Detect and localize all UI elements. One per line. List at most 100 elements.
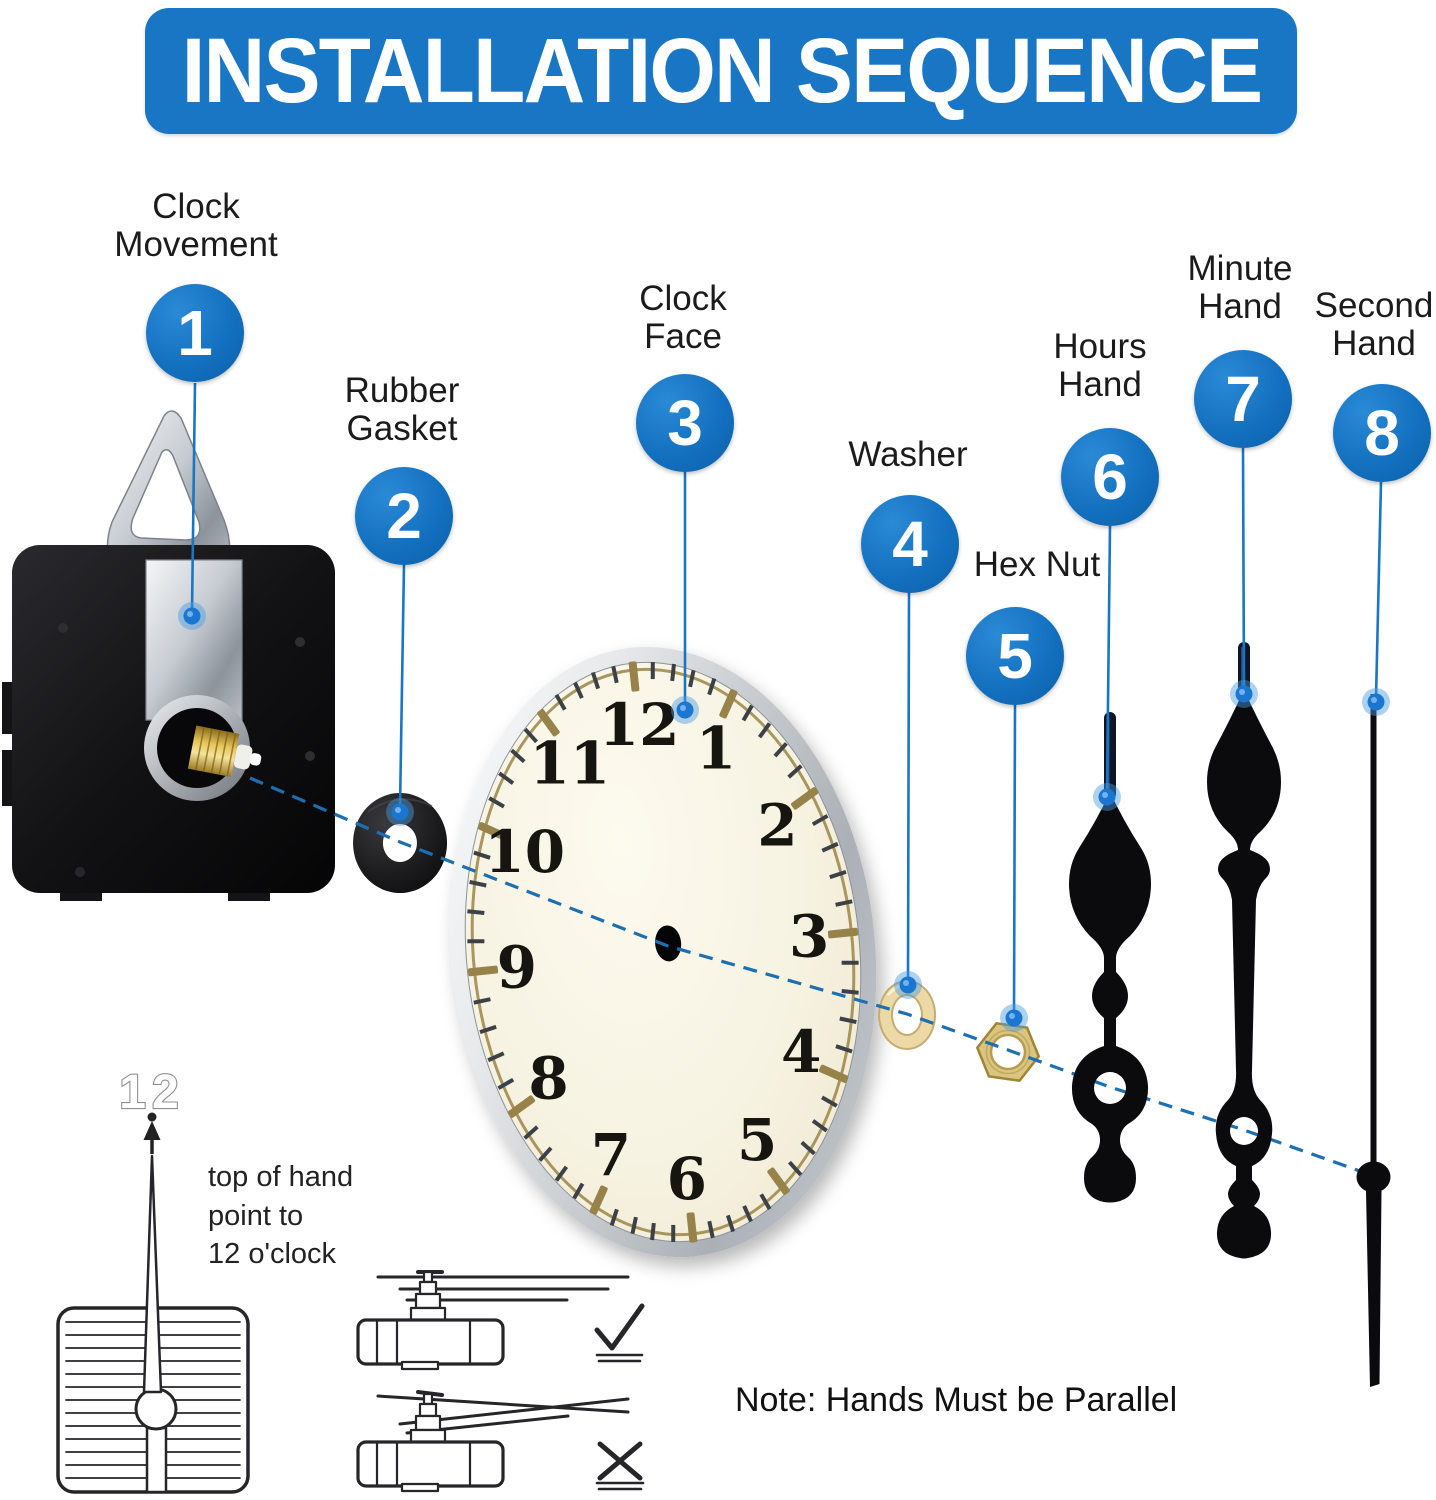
minute-tick: [651, 661, 655, 679]
clock-numeral-3: 3: [789, 902, 830, 971]
hanger-bracket: [106, 410, 231, 581]
leader-dot-1: [178, 602, 206, 630]
inset-arrow-head: [143, 1121, 161, 1140]
clock-numeral-11: 11: [528, 729, 610, 798]
clock-numeral-4: 4: [781, 1018, 822, 1087]
inset-stem: [145, 1426, 168, 1494]
leader-dot-6: [1102, 792, 1108, 798]
step-badge-3: 3: [636, 374, 734, 472]
minute-hand-image: [1207, 642, 1281, 1259]
movement-side-tab: [2, 750, 17, 806]
label-hex-nut: Hex Nut: [973, 545, 1101, 584]
step-badge-5: 5: [966, 607, 1064, 705]
movement-screw: [295, 637, 305, 647]
label-hours-hand: Hours Hand: [1053, 327, 1147, 404]
shaft-recess: [157, 708, 237, 788]
label-minute-hand: Minute Hand: [1187, 249, 1293, 326]
leader-line-4: [906, 591, 911, 982]
leader-dot-8: [1371, 697, 1377, 703]
movement-foot: [228, 888, 270, 901]
minute-tick: [467, 940, 485, 944]
label-clock-face: Clock Face: [639, 279, 727, 356]
leader-dot-8: [1362, 688, 1390, 716]
leader-dot-7: [1235, 685, 1253, 703]
minute-tick: [671, 1225, 675, 1243]
parallel-wrong-diagram: [356, 1390, 645, 1493]
clock-numeral-5: 5: [736, 1106, 777, 1175]
step-badge-4: 4: [861, 495, 959, 593]
gasket-ring: [353, 793, 448, 893]
leader-dot-7: [1239, 689, 1245, 695]
leader-dot-2: [395, 807, 401, 813]
clock-numeral-10: 10: [484, 817, 565, 886]
step-badge-8: 8: [1333, 384, 1431, 482]
hex-nut-hole: [989, 1033, 1027, 1071]
shaft-tip: [249, 753, 262, 766]
label-second-hand: Second Hand: [1314, 286, 1434, 363]
banner-title: INSTALLATION SEQUENCE: [181, 19, 1262, 122]
leader-line-1: [190, 382, 197, 613]
point-to-12-note: top of hand point to 12 o'clock: [208, 1161, 354, 1271]
clock-numeral-1: 1: [695, 713, 736, 782]
step-badge-7: 7: [1194, 350, 1292, 448]
hanger-strap: [145, 559, 243, 721]
parallel-correct-diagram: [356, 1270, 645, 1371]
leader-dot-7: [1230, 680, 1258, 708]
clock-numeral-2: 2: [757, 791, 798, 860]
inset-movement-stripes: [65, 1321, 241, 1479]
step-badge-6: 6: [1061, 428, 1159, 526]
washer-image: [878, 980, 937, 1050]
shaft-plastic-collar: [233, 744, 253, 770]
hex-nut-body: [975, 1021, 1041, 1083]
threaded-shaft: [187, 725, 240, 778]
leader-dot-5: [1000, 1004, 1028, 1032]
leader-dot-6: [1093, 783, 1121, 811]
clock-numeral-8: 8: [528, 1044, 569, 1113]
movement-side-tab: [2, 682, 17, 734]
label-clock-movement: Clock Movement: [114, 187, 278, 264]
minute-tick: [841, 960, 859, 964]
inset-movement-back: [56, 1306, 250, 1494]
parallel-note: Note: Hands Must be Parallel: [735, 1381, 1178, 1419]
movement-screw: [58, 623, 68, 633]
leader-dot-5: [1005, 1009, 1023, 1027]
leader-dot-1: [183, 607, 201, 625]
leader-dot-1: [187, 611, 193, 617]
hour-hand-image: [1069, 712, 1151, 1203]
movement-screw: [305, 751, 315, 761]
x-icon: [597, 1441, 643, 1481]
leader-line-5: [1012, 703, 1017, 1015]
inset-hub: [134, 1387, 178, 1431]
second-hand-image: [1356, 694, 1391, 1387]
clock-numeral-9: 9: [496, 933, 537, 1002]
leader-dot-2: [386, 798, 414, 826]
inset-point-to-12-diagram: 12: [56, 1065, 250, 1494]
clock-numeral-12: 12: [598, 691, 680, 760]
movement-body: [12, 545, 335, 893]
leader-dot-2: [391, 803, 409, 821]
movement-screw: [75, 867, 85, 877]
clock-numeral-7: 7: [590, 1122, 631, 1191]
banner: INSTALLATION SEQUENCE: [145, 8, 1297, 134]
step-badge-2: 2: [355, 467, 453, 565]
leader-line-7: [1241, 447, 1246, 691]
leader-dot-8: [1367, 693, 1385, 711]
clock-numeral-6: 6: [666, 1144, 708, 1213]
clock-movement-image: [2, 410, 335, 901]
hex-nut-image: [975, 1021, 1041, 1083]
check-icon: [594, 1303, 645, 1351]
leader-dot-4: [903, 980, 909, 986]
movement-foot: [60, 888, 102, 901]
leader-line-8: [1374, 481, 1383, 699]
step-badge-1: 1: [146, 284, 244, 382]
leader-dot-4: [894, 971, 922, 999]
shaft-collar-ring: [144, 695, 250, 801]
label-washer: Washer: [848, 435, 968, 474]
leader-dot-5: [1009, 1013, 1015, 1019]
inset-needle: [142, 1154, 163, 1394]
inset-twelve-label: 12: [119, 1066, 184, 1119]
leader-dot-6: [1098, 788, 1116, 806]
shaft: [187, 725, 262, 778]
